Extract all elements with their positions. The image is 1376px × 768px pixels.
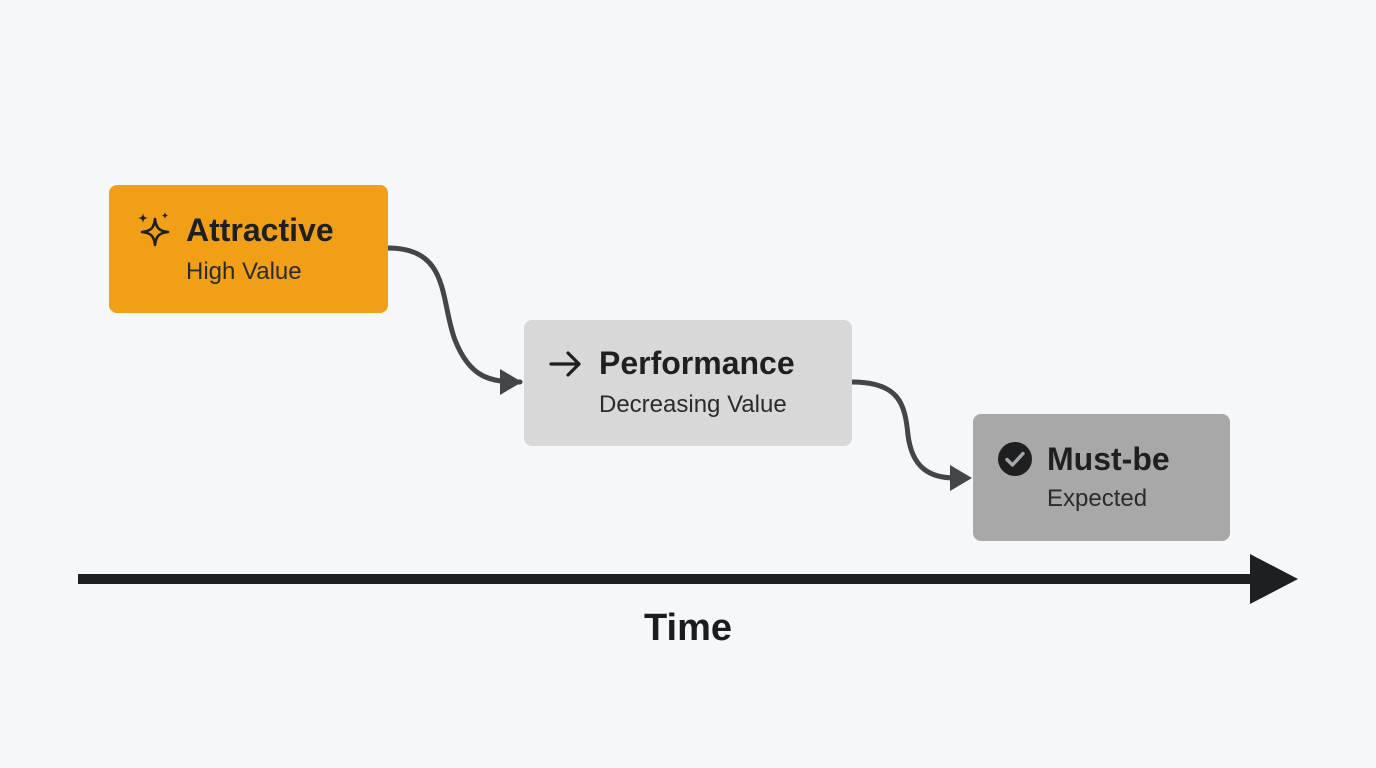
connector-arrowhead-mustbe [950, 465, 972, 491]
connector-attractive-to-performance [385, 245, 523, 385]
check-circle-icon [997, 441, 1033, 482]
time-axis-label: Time [643, 607, 732, 649]
connector-arrowhead-performance [500, 369, 522, 395]
stage-title: Attractive [186, 212, 334, 248]
stage-mustbe: Must-be Expected [973, 414, 1230, 541]
stage-subtitle: High Value [186, 258, 302, 285]
connector-performance-to-mustbe [849, 379, 958, 481]
arrow-right-icon [548, 348, 584, 385]
stage-attractive: Attractive High Value [109, 185, 388, 313]
stage-subtitle: Decreasing Value [599, 391, 787, 418]
stage-performance: Performance Decreasing Value [524, 320, 852, 446]
stage-subtitle: Expected [1047, 485, 1148, 512]
stage-title: Must-be [1047, 441, 1170, 477]
stage-title: Performance [599, 345, 795, 381]
sparkle-icon [135, 211, 171, 254]
time-axis-arrowhead [1250, 554, 1298, 604]
